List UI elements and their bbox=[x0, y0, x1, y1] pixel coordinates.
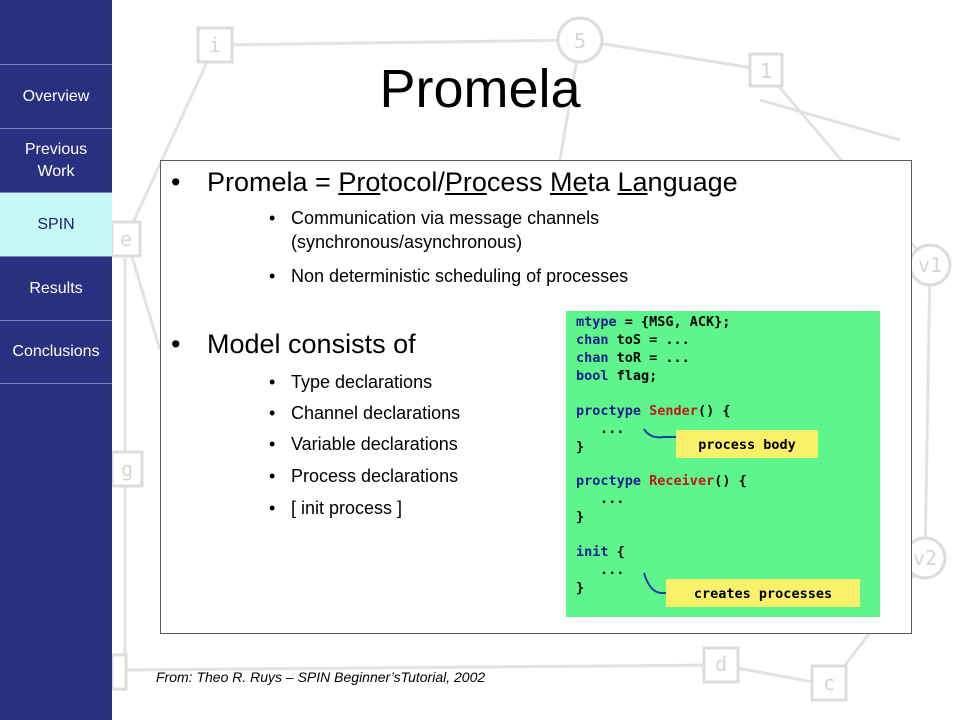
bg-node-label: g bbox=[121, 457, 133, 481]
svg-text:...: ... bbox=[600, 421, 624, 437]
nav-item-label: Overview bbox=[22, 87, 90, 105]
slide-title: Promela bbox=[379, 59, 581, 119]
svg-text:mtype = {MSG, ACK};: mtype = {MSG, ACK}; bbox=[576, 314, 730, 330]
svg-text:...: ... bbox=[600, 491, 624, 507]
nav-item-spin[interactable]: SPIN bbox=[0, 192, 112, 256]
svg-text:bool flag;: bool flag; bbox=[576, 368, 657, 384]
bg-node-label: e bbox=[120, 227, 132, 251]
callout-creates-processes-label: creates processes bbox=[694, 586, 832, 602]
nav-item-previous-work[interactable]: Previous Work bbox=[0, 128, 112, 192]
nav-item-label: Conclusions bbox=[12, 343, 100, 360]
nav-item-label: Results bbox=[29, 279, 83, 297]
bg-node-label: i bbox=[209, 33, 221, 57]
svg-text:proctype Sender() {: proctype Sender() { bbox=[576, 403, 730, 419]
nav-item-results[interactable]: Results bbox=[0, 256, 112, 320]
nav-item-label: SPIN bbox=[37, 215, 75, 233]
nav-item-conclusions[interactable]: Conclusions bbox=[0, 320, 112, 384]
callout-connector bbox=[643, 572, 666, 594]
svg-text:chan toR = ...: chan toR = ... bbox=[576, 350, 690, 366]
bg-node-label: v1 bbox=[918, 253, 942, 277]
promela-code-sample: mtype = {MSG, ACK}; chan toS = ... chan … bbox=[566, 311, 880, 617]
bg-node-label: 1 bbox=[760, 59, 772, 83]
bullet-dot: • bbox=[171, 167, 181, 197]
callout-connector bbox=[643, 428, 676, 439]
bullet-dot: • bbox=[171, 329, 181, 359]
svg-text:}: } bbox=[576, 580, 584, 596]
svg-text:chan toS = ...: chan toS = ... bbox=[576, 332, 690, 348]
bg-node-label: c bbox=[823, 671, 835, 695]
nav-item-overview[interactable]: Overview bbox=[0, 64, 112, 128]
sidebar-nav: Overview Previous Work SPIN Results Conc… bbox=[0, 0, 112, 720]
svg-text:...: ... bbox=[600, 562, 624, 578]
bg-node-label: v2 bbox=[913, 546, 937, 570]
svg-text:proctype Receiver() {: proctype Receiver() { bbox=[576, 473, 747, 489]
svg-text:}: } bbox=[576, 509, 584, 525]
bg-node-label: d bbox=[715, 652, 727, 676]
svg-text:}: } bbox=[576, 439, 584, 455]
bg-node-label: 5 bbox=[574, 29, 586, 53]
svg-text:init {: init { bbox=[576, 544, 625, 560]
callout-process-body bbox=[676, 430, 818, 458]
callout-creates-processes bbox=[666, 579, 860, 607]
callout-process-body-label: process body bbox=[698, 437, 796, 453]
source-citation: From: Theo R. Ruys – SPIN Beginner’sTuto… bbox=[156, 669, 486, 685]
nav-item-label: Previous Work bbox=[24, 140, 88, 180]
